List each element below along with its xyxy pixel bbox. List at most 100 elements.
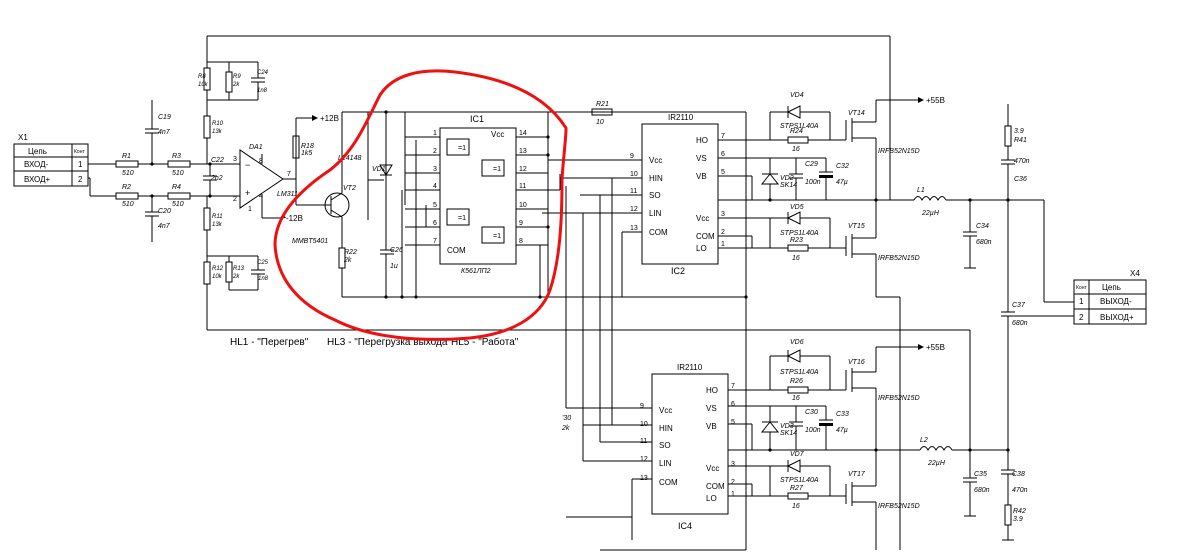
ic2-ref: IC2: [671, 266, 685, 276]
ic2-left-label: Vcc: [649, 156, 662, 165]
l2-val: 22µH: [927, 460, 946, 467]
c34-ref: C34: [976, 223, 989, 230]
ic1-pin-left: 6: [433, 220, 437, 227]
l2-ref: L2: [920, 437, 928, 444]
x4-ref: X4: [1130, 269, 1140, 278]
annotation-circle: [273, 69, 568, 341]
ic1-pin-left: 5: [433, 202, 437, 209]
ic2-right-pin: 3: [721, 211, 725, 218]
r27-ref: R27: [790, 485, 804, 492]
ic1-com: COM: [447, 246, 466, 255]
ic2-left-label: LIN: [649, 209, 662, 218]
x4-head-1: Конт: [1076, 285, 1087, 291]
r21: R21 10: [548, 101, 746, 126]
ic1-xor: IC1 Vcc COM К561ЛП2 =1 =1 =1 =1 1234567 …: [400, 112, 561, 299]
ic4-left-label: Vcc: [659, 406, 672, 415]
vt2-val: MMBT5401: [292, 238, 328, 245]
x1-head-1: Цепь: [28, 147, 47, 156]
vd4-ref: VD4: [790, 92, 804, 99]
c22-ref: C22: [211, 157, 224, 164]
x1-row2-pin: 2: [78, 175, 83, 184]
ic2-right-pin: 1: [721, 241, 725, 248]
r3-val: 510: [172, 170, 184, 177]
r18-ref: R18: [301, 143, 314, 150]
r3-ref: R3: [172, 153, 181, 160]
ic1-gate-c: =1: [458, 215, 466, 222]
ic4-right-label: VB: [706, 422, 717, 431]
c26-ref: C26: [390, 247, 403, 254]
x4-row2-net: ВЫХОД+: [1100, 313, 1134, 322]
ic1-gate-a: =1: [458, 145, 466, 152]
r1-ref: R1: [122, 153, 131, 160]
ic4-right-pin: 3: [731, 461, 735, 468]
vd5-ref: VD5: [790, 204, 804, 211]
vt2-ref: VT2: [343, 185, 356, 192]
ic4-right-label: Vcc: [706, 464, 719, 473]
c32-ref: C32: [836, 163, 849, 170]
ic2-left-pin: 13: [630, 225, 638, 232]
vd3-ref: VD3: [780, 423, 794, 430]
ic4-left-label: HIN: [659, 424, 673, 433]
ic4-right-label: COM: [706, 482, 725, 491]
ic2-right-label: HO: [696, 136, 708, 145]
ic4-right-pin: 1: [731, 491, 735, 498]
vd5-val: STPS1L40A: [780, 230, 819, 237]
c19-val: 4n7: [158, 129, 171, 136]
ic1-ref: IC1: [470, 114, 484, 124]
r8-val: 10k: [198, 82, 209, 88]
c24-val: 1n8: [257, 88, 268, 94]
r23-ref: R23: [790, 237, 803, 244]
vt15-ref: VT15: [848, 223, 865, 230]
r11-ref: R11: [212, 214, 223, 220]
x1-row1-net: ВХОД-: [24, 160, 49, 169]
ic4-right-pin: 2: [731, 479, 735, 486]
vd2-val: SK14: [780, 182, 797, 189]
x1-head-2: Конт: [74, 149, 85, 155]
vt2-stage: VT2 MMBT5401 R22 2k VD1 LL4148 C26 1u: [292, 110, 746, 299]
x1-ref: X1: [18, 133, 28, 142]
vt17-val: IRFB52N15D: [878, 503, 920, 510]
r12-val: 10k: [212, 274, 223, 280]
ic2-right-pin: 6: [721, 151, 725, 158]
vd1-val: LL4148: [338, 155, 361, 162]
c25-val: 1n8: [258, 276, 269, 282]
ic1-pin-left: 2: [433, 148, 437, 155]
vt14-val: IRFB52N15D: [878, 148, 920, 155]
ic1-pin-left: 1: [433, 130, 437, 137]
bridge-bottom: VD6 STPS1L40A R26 16 +55В VT16 IRFB52N15…: [728, 296, 1008, 550]
r10-ref: R10: [212, 121, 224, 127]
legend-hl3: HL3 - "Перегрузка выхода": [327, 337, 451, 348]
r30-val: 2k: [561, 425, 570, 432]
r1-val: 510: [122, 170, 134, 177]
da1-pin1: 1: [248, 206, 252, 213]
ic1-pin-left: 3: [433, 166, 437, 173]
x4-row1-pin: 1: [1079, 297, 1084, 306]
connector-x1: X1 Цепь Конт ВХОД- 1 ВХОД+ 2: [13, 133, 89, 187]
vd6-val: STPS1L40A: [780, 369, 819, 376]
r41-val: 3.9: [1014, 128, 1024, 135]
r9-val: 2k: [232, 82, 240, 88]
da1-pin2: 2: [233, 196, 237, 203]
c26-val: 1u: [390, 263, 398, 270]
ic2-right-pin: 5: [721, 169, 725, 176]
x1-row2-net: ВХОД+: [24, 175, 51, 184]
vd6-ref: VD6: [790, 339, 804, 346]
r42-val: 3.9: [1013, 516, 1023, 523]
c24-ref: C24: [257, 70, 269, 76]
r4-val: 510: [172, 201, 184, 208]
ic4-right-pin: 6: [731, 401, 735, 408]
c35-ref: C35: [974, 471, 987, 478]
vt17-ref: VT17: [848, 471, 866, 478]
r30-ref: '30: [562, 415, 571, 422]
r18-val: 1k5: [301, 150, 312, 157]
vt15-val: IRFB52N15D: [878, 255, 920, 262]
c36-val: 470n: [1014, 158, 1030, 165]
ic4-part: IR2110: [677, 363, 703, 372]
c32-val: 47µ: [836, 179, 848, 186]
da1-minus: −: [245, 160, 250, 170]
r26-ref: R26: [790, 378, 803, 385]
output-network: 3.9 R41 470n C36 C37 680n X4 Конт Цепь 1…: [969, 104, 1147, 541]
ic4-right-pin: 7: [731, 383, 735, 390]
r24-val: 16: [792, 146, 800, 153]
ic1-pin-right: 9: [519, 220, 523, 227]
